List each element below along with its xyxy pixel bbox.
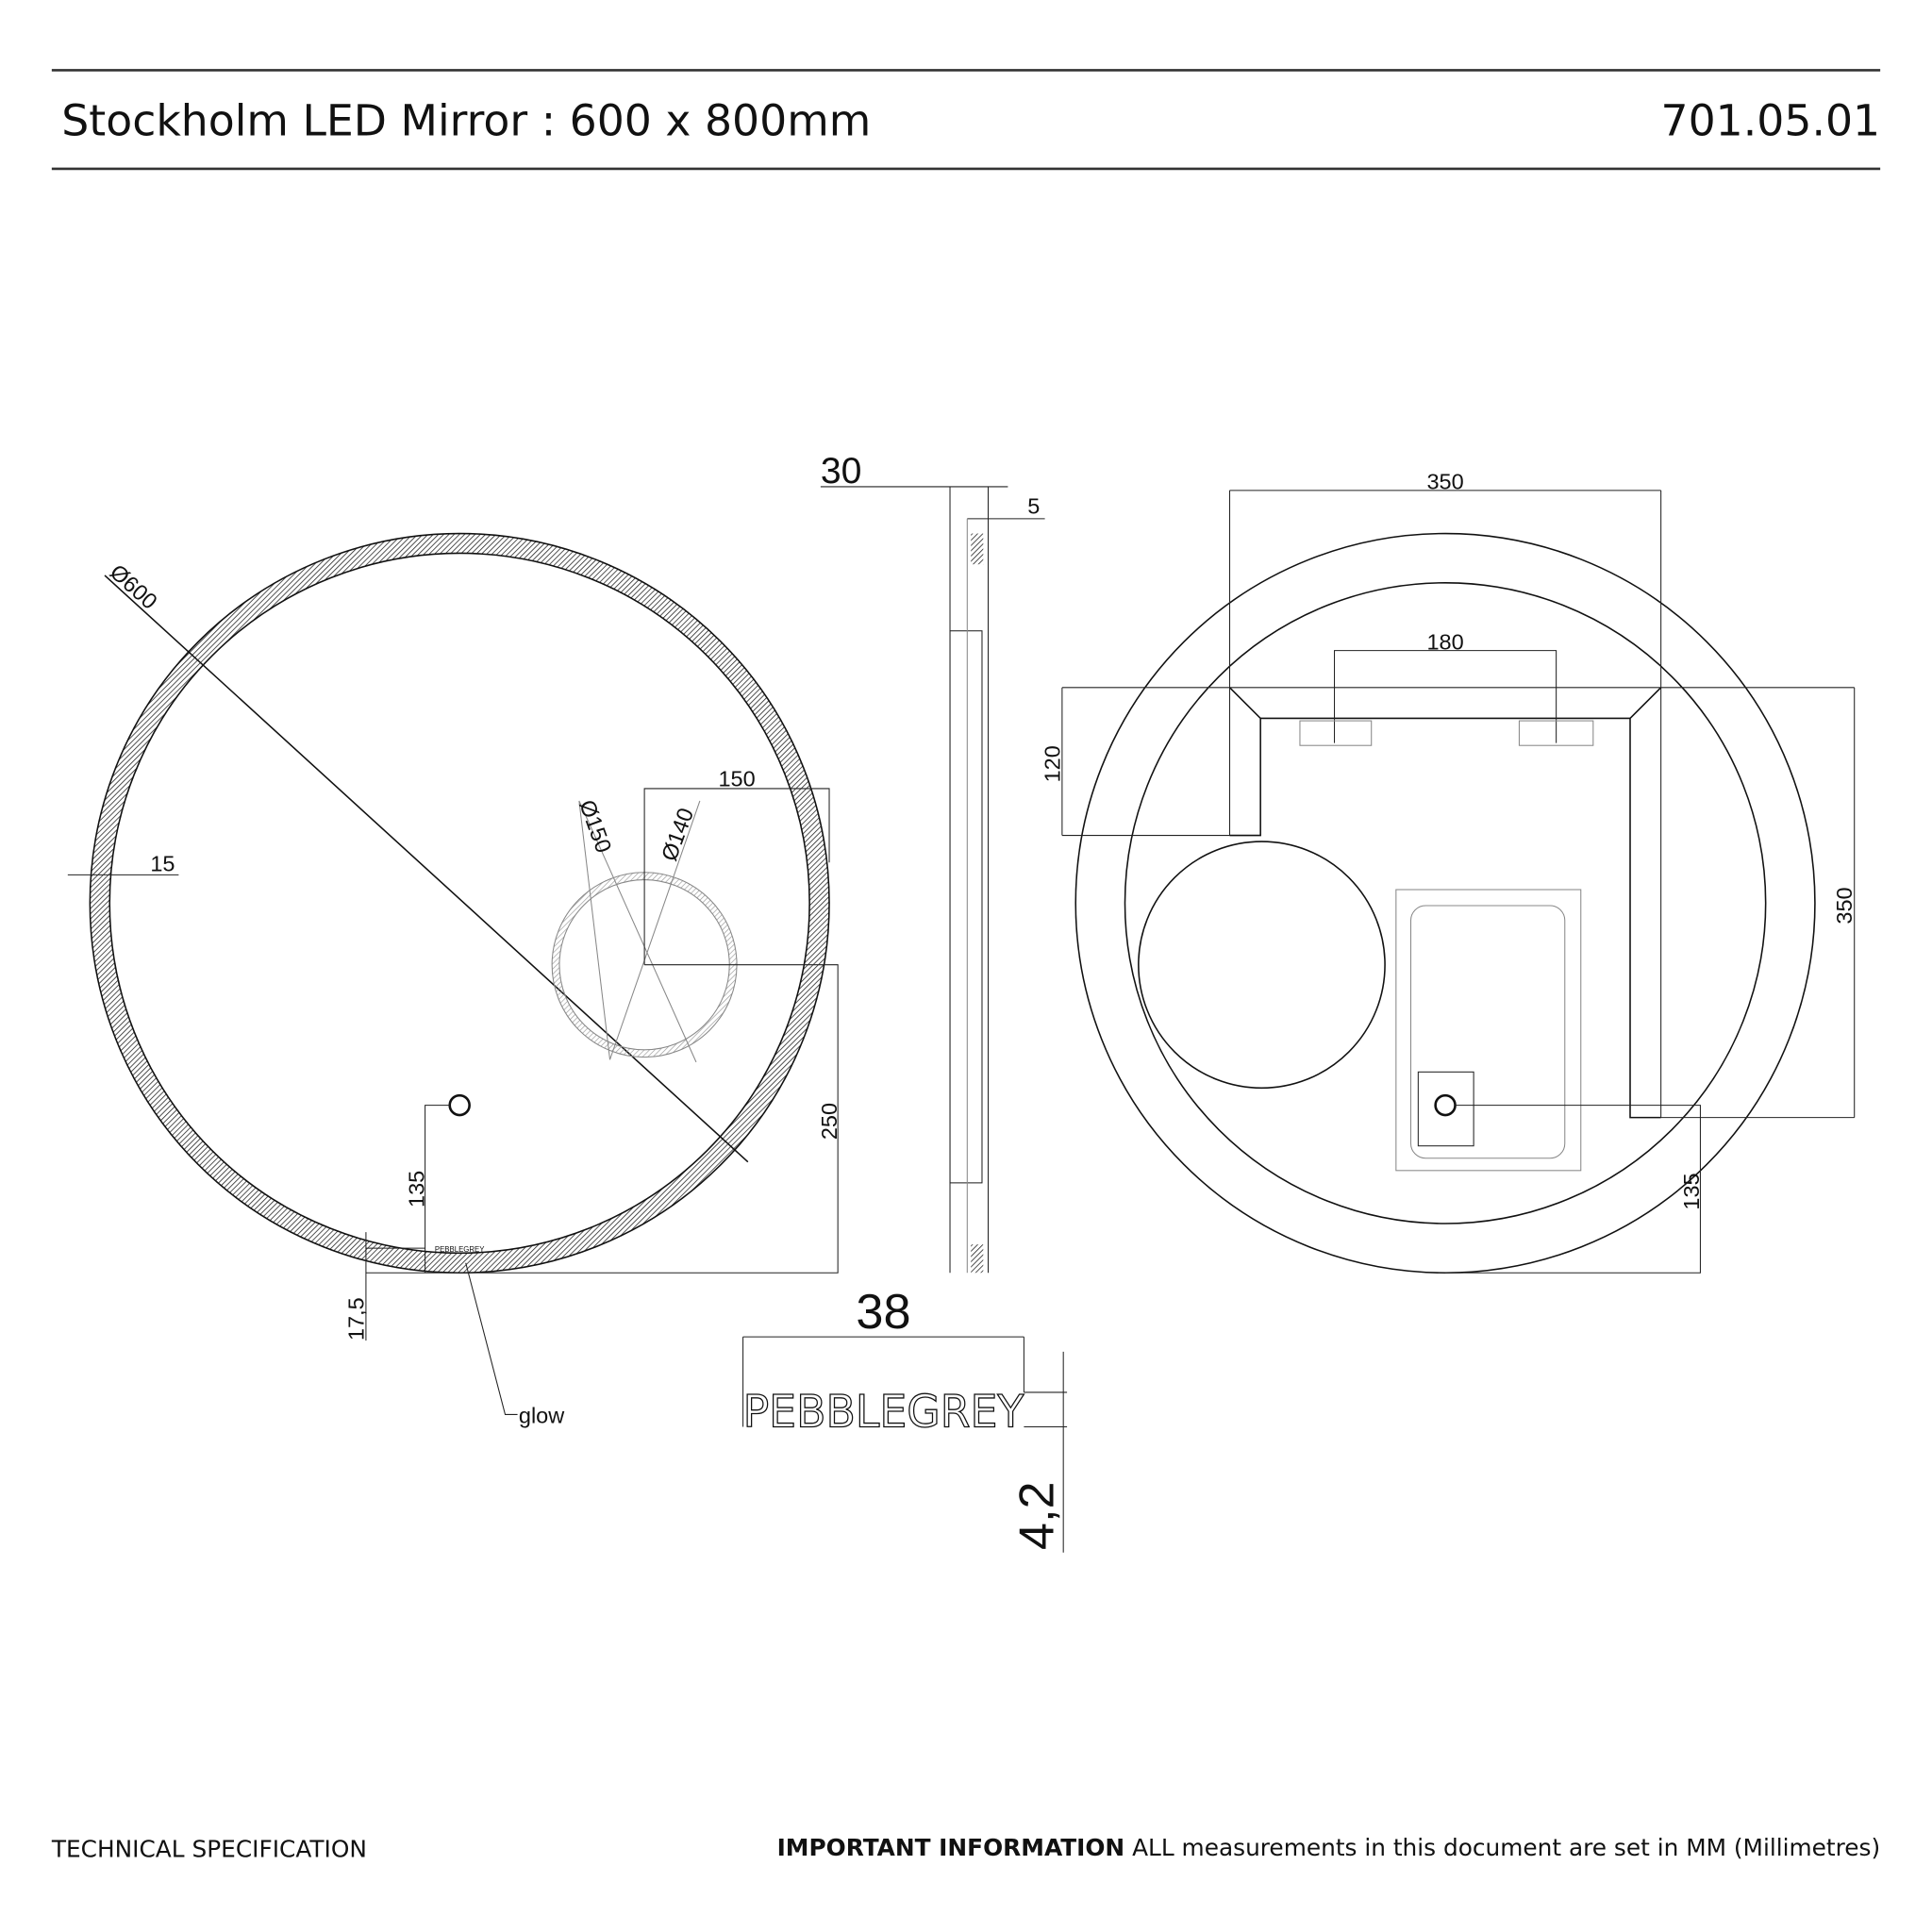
clip-spacing-label: 180 (1426, 629, 1463, 654)
magnifier-offset-x-label: 150 (718, 766, 755, 791)
logo-detail: 38 PEBBLEGREY 4,2 (742, 1285, 1068, 1553)
back-view: 350 120 350 180 135 (1040, 470, 1857, 1274)
footer: TECHNICAL SPECIFICATION IMPORTANT INFORM… (51, 1834, 1880, 1862)
footer-left: TECHNICAL SPECIFICATION (51, 1835, 367, 1862)
header: Stockholm LED Mirror : 600 x 800mm 701.0… (51, 69, 1881, 171)
important-label: IMPORTANT INFORMATION (777, 1834, 1125, 1861)
glow-label: glow (519, 1404, 565, 1428)
glass-label: 5 (1027, 494, 1040, 519)
clip-right (1518, 720, 1594, 746)
frame-width-label: 15 (150, 851, 175, 875)
button-height-back-label: 135 (1679, 1173, 1704, 1209)
bracket-width-label: 350 (1426, 470, 1463, 494)
magnifier-back (1138, 841, 1386, 1090)
footer-important: IMPORTANT INFORMATION ALL measurements i… (777, 1834, 1881, 1861)
front-view: Ø600 15 Ø150 Ø140 150 250 135 17,5 PEBBL… (67, 532, 841, 1428)
pebblegrey-logo: PEBBLEGREY (743, 1386, 1024, 1438)
touch-button-back-icon (1434, 1093, 1457, 1117)
driver-box (1395, 889, 1582, 1172)
diameter-line (104, 575, 749, 1163)
mounting-bracket (1228, 687, 1261, 837)
small-logo: PEBBLEGREY (435, 1245, 485, 1254)
magnifier-offset-y-label: 250 (817, 1103, 841, 1140)
button-height-label: 135 (404, 1171, 428, 1208)
logo-height-label: 4,2 (1010, 1481, 1065, 1550)
page-title: Stockholm LED Mirror : 600 x 800mm (61, 96, 871, 146)
glow-offset-label: 17,5 (343, 1297, 368, 1341)
clip-left (1299, 720, 1373, 746)
product-code: 701.05.01 (1661, 96, 1881, 146)
important-text: ALL measurements in this document are se… (1124, 1834, 1880, 1861)
mirror-frame-ring (90, 533, 830, 1274)
bracket-top-label: 120 (1040, 745, 1064, 782)
side-view: 30 5 (820, 451, 1045, 1274)
diameter-label: Ø600 (106, 559, 162, 614)
bracket-height-label: 350 (1832, 887, 1857, 924)
depth-label: 30 (821, 451, 862, 491)
logo-width-label: 38 (856, 1285, 910, 1340)
